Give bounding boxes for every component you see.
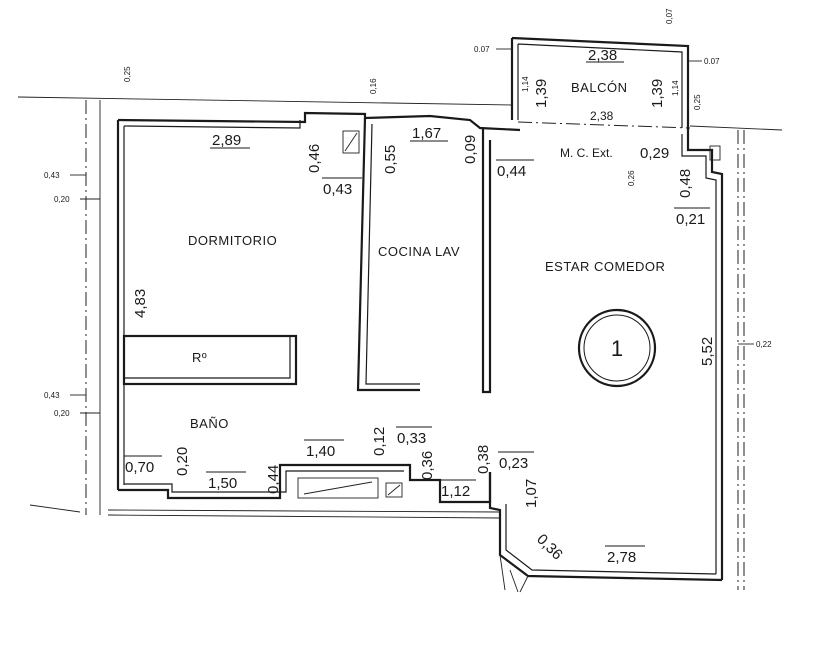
right-wall-inner — [681, 134, 717, 574]
dim-1-40: 1,40 — [306, 443, 335, 460]
dim-0-36-vertical: 0,36 — [419, 451, 436, 480]
small-dim-0-22: 0,22 — [756, 340, 772, 349]
room-label-bano: BAÑO — [190, 416, 229, 431]
kitchen-left-wall — [356, 117, 420, 392]
duct-box-bottom-diag — [387, 484, 401, 496]
small-dim-0-07-top: 0,07 — [665, 8, 674, 24]
bottom-edge-left — [29, 504, 81, 513]
balcony-walls-inner — [517, 43, 683, 128]
dim-1-14-left: 1,14 — [521, 76, 530, 92]
small-dim-0-20-upper: 0,20 — [54, 195, 70, 204]
small-dim-0-43-upper: 0,43 — [44, 171, 60, 180]
dim-1-12: 1,12 — [441, 483, 470, 500]
bathtub — [297, 477, 379, 499]
dim-2-38-mid: 2,38 — [590, 109, 614, 123]
unit-circle — [577, 308, 657, 388]
dim-0-33: 0,33 — [397, 430, 426, 447]
dim-0-23: 0,23 — [499, 455, 528, 472]
kitchen-left-wall-inner — [365, 123, 420, 385]
dim-2-89: 2,89 — [212, 132, 241, 149]
corner-detail — [499, 554, 529, 593]
bathroom-bottom-wall-inner — [124, 470, 404, 493]
dim-0-70: 0,70 — [125, 459, 154, 476]
unit-circle-inner — [583, 314, 651, 382]
duct-box-top — [342, 130, 360, 154]
dim-0-12: 0,12 — [371, 427, 388, 456]
living-bottom-wall-inner — [505, 504, 717, 575]
dim-0-48: 0,48 — [677, 169, 694, 198]
room-label-cocina: COCINA LAV — [378, 244, 460, 259]
dim-0-55: 0,55 — [382, 145, 399, 174]
small-dim-0-07-right: 0.07 — [704, 57, 720, 66]
dim-1-50: 1,50 — [208, 475, 237, 492]
small-dim-0-16: 0,16 — [369, 78, 378, 94]
duct-box-bottom — [385, 482, 403, 498]
dim-0-44-bath: 0,44 — [265, 465, 282, 494]
duct-box-right — [709, 145, 721, 161]
dim-1-14-right: 1,14 — [671, 80, 680, 96]
small-dim-0-20-lower: 0,20 — [54, 409, 70, 418]
dim-2-78: 2,78 — [607, 549, 636, 566]
dim-1-39-left: 1,39 — [533, 79, 550, 108]
top-wall — [117, 111, 521, 132]
dim-1-39-right: 1,39 — [649, 79, 666, 108]
small-dim-0-25-right: 0,25 — [693, 94, 702, 110]
small-dim-0-25-top: 0,25 — [123, 66, 132, 82]
right-wall — [686, 128, 724, 580]
dim-4-83: 4,83 — [132, 289, 149, 318]
small-dim-0-07-left: 0.07 — [474, 45, 490, 54]
dim-2-38-top: 2,38 — [588, 47, 617, 64]
balcony-walls — [510, 36, 690, 128]
dim-0-36-diagonal: 0,36 — [533, 531, 566, 564]
top-wall-inner — [123, 120, 301, 129]
dim-0-09: 0,09 — [462, 135, 479, 164]
facade-line-right — [689, 125, 783, 131]
small-dim-0-43-lower: 0,43 — [44, 391, 60, 400]
room-label-estar: ESTAR COMEDOR — [545, 259, 665, 274]
dim-0-20-bath: 0,20 — [174, 447, 191, 476]
small-dim-0-26: 0,26 — [627, 170, 636, 186]
kitchen-right-wall — [481, 128, 492, 394]
dim-5-52: 5,52 — [699, 337, 716, 366]
bathroom-bottom-wall — [118, 463, 492, 504]
wardrobe-inner — [124, 336, 291, 379]
facade-line-left — [17, 96, 513, 106]
dim-0-43: 0,43 — [323, 181, 352, 198]
balcony-axis — [517, 121, 691, 129]
dim-0-29: 0,29 — [640, 145, 669, 162]
wardrobe-block — [122, 334, 298, 386]
room-label-dormitorio: DORMITORIO — [188, 233, 277, 248]
dim-0-21: 0,21 — [676, 211, 705, 228]
bathtub-diagonal — [303, 481, 373, 495]
room-label-balcon: BALCÓN — [571, 80, 627, 95]
lower-boundary-2 — [107, 514, 501, 519]
unit-number: 1 — [611, 336, 623, 361]
duct-box-top-diag — [344, 132, 358, 152]
dim-0-38: 0,38 — [475, 445, 492, 474]
dim-0-44: 0,44 — [497, 163, 526, 180]
dim-1-07: 1,07 — [523, 479, 540, 508]
lower-boundary — [107, 509, 501, 513]
dim-0-46: 0,46 — [306, 144, 323, 173]
dim-1-67: 1,67 — [412, 125, 441, 142]
label-mc-ext: M. C. Ext. — [560, 146, 613, 160]
room-label-ropero: Rº — [192, 350, 207, 365]
